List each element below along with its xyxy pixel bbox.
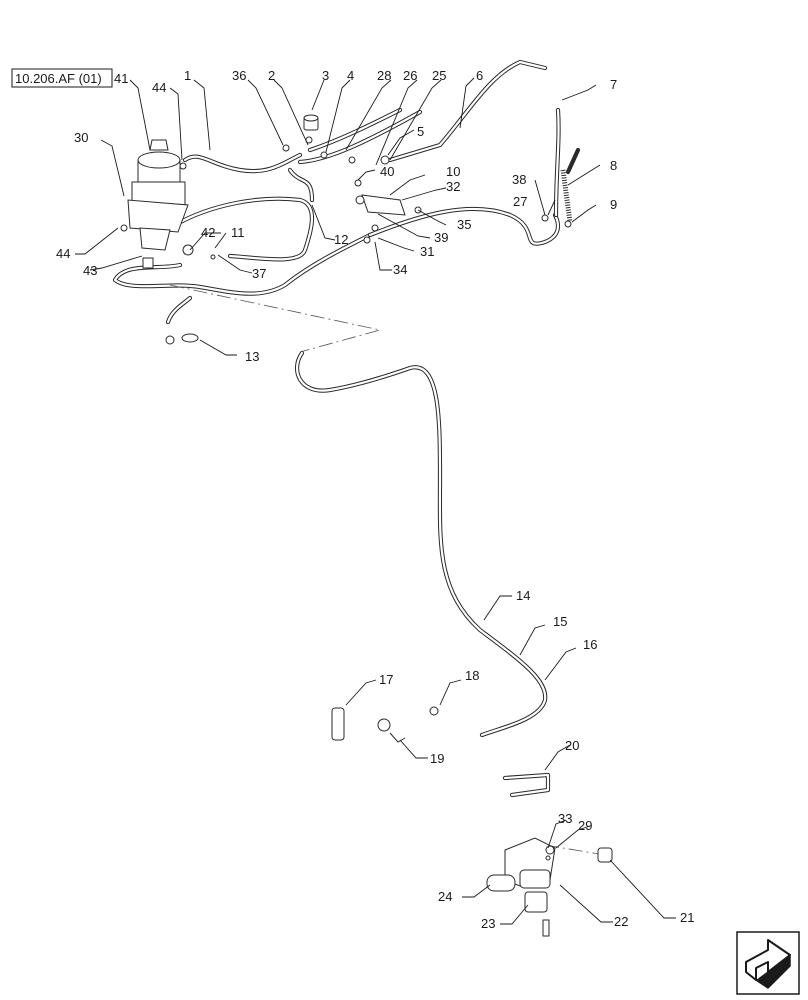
- callout-30[interactable]: 30: [74, 130, 88, 145]
- callout-9[interactable]: 9: [610, 197, 617, 212]
- callout-15[interactable]: 15: [553, 614, 567, 629]
- callout-22[interactable]: 22: [614, 914, 628, 929]
- callout-19[interactable]: 19: [430, 751, 444, 766]
- cap-3: [303, 114, 319, 131]
- reference-link[interactable]: 10.206.AF (01): [11, 68, 113, 88]
- callout-7[interactable]: 7: [610, 77, 617, 92]
- callout-25[interactable]: 25: [432, 68, 446, 83]
- small-fittings: [120, 136, 572, 861]
- callout-32[interactable]: 32: [446, 179, 460, 194]
- callout-44-top[interactable]: 44: [152, 80, 166, 95]
- callout-1[interactable]: 1: [184, 68, 191, 83]
- bracket-10: [355, 194, 406, 232]
- callout-28[interactable]: 28: [377, 68, 391, 83]
- callout-26[interactable]: 26: [403, 68, 417, 83]
- callout-16[interactable]: 16: [583, 637, 597, 652]
- callout-21[interactable]: 21: [680, 910, 694, 925]
- callout-42[interactable]: 42: [201, 225, 215, 240]
- callout-3[interactable]: 3: [322, 68, 329, 83]
- callout-8[interactable]: 8: [610, 158, 617, 173]
- callout-6[interactable]: 6: [476, 68, 483, 83]
- callout-40[interactable]: 40: [380, 164, 394, 179]
- callout-13[interactable]: 13: [245, 349, 259, 364]
- callout-4[interactable]: 4: [347, 68, 354, 83]
- next-page-arrow-icon: [745, 939, 791, 989]
- coupling-17: [331, 706, 439, 743]
- callout-31[interactable]: 31: [420, 244, 434, 259]
- callout-2[interactable]: 2: [268, 68, 275, 83]
- callout-20[interactable]: 20: [565, 738, 579, 753]
- callout-33[interactable]: 33: [558, 811, 572, 826]
- callout-41[interactable]: 41: [114, 71, 128, 86]
- callout-18[interactable]: 18: [465, 668, 479, 683]
- callout-14[interactable]: 14: [516, 588, 530, 603]
- hose-8: [560, 147, 581, 223]
- callout-39[interactable]: 39: [434, 230, 448, 245]
- callout-24[interactable]: 24: [438, 889, 452, 904]
- callout-34[interactable]: 34: [393, 262, 407, 277]
- pump-assembly: [486, 837, 613, 937]
- reference-label: 10.206.AF (01): [15, 71, 102, 86]
- callout-29[interactable]: 29: [578, 818, 592, 833]
- callout-37[interactable]: 37: [252, 266, 266, 281]
- connection-dashline-lower: [544, 844, 606, 856]
- callout-23[interactable]: 23: [481, 916, 495, 931]
- callout-36[interactable]: 36: [232, 68, 246, 83]
- callout-27[interactable]: 27: [513, 194, 527, 209]
- callout-12[interactable]: 12: [334, 232, 348, 247]
- callout-11[interactable]: 11: [231, 225, 245, 240]
- callout-38[interactable]: 38: [512, 172, 526, 187]
- connection-dashline: [169, 284, 381, 353]
- callout-5[interactable]: 5: [417, 124, 424, 139]
- callout-35[interactable]: 35: [457, 217, 471, 232]
- pipe-routing: [112, 59, 561, 798]
- next-page-button[interactable]: [736, 931, 800, 995]
- callout-labels: 1 2 3 4 5 6 7 8 9 10 11 12 13 14 15 16 1…: [56, 68, 694, 931]
- filter-assembly: [127, 139, 189, 269]
- leader-lines: [75, 77, 676, 925]
- callout-10[interactable]: 10: [446, 164, 460, 179]
- callout-43[interactable]: 43: [83, 263, 97, 278]
- callout-17[interactable]: 17: [379, 672, 393, 687]
- callout-44-left[interactable]: 44: [56, 246, 70, 261]
